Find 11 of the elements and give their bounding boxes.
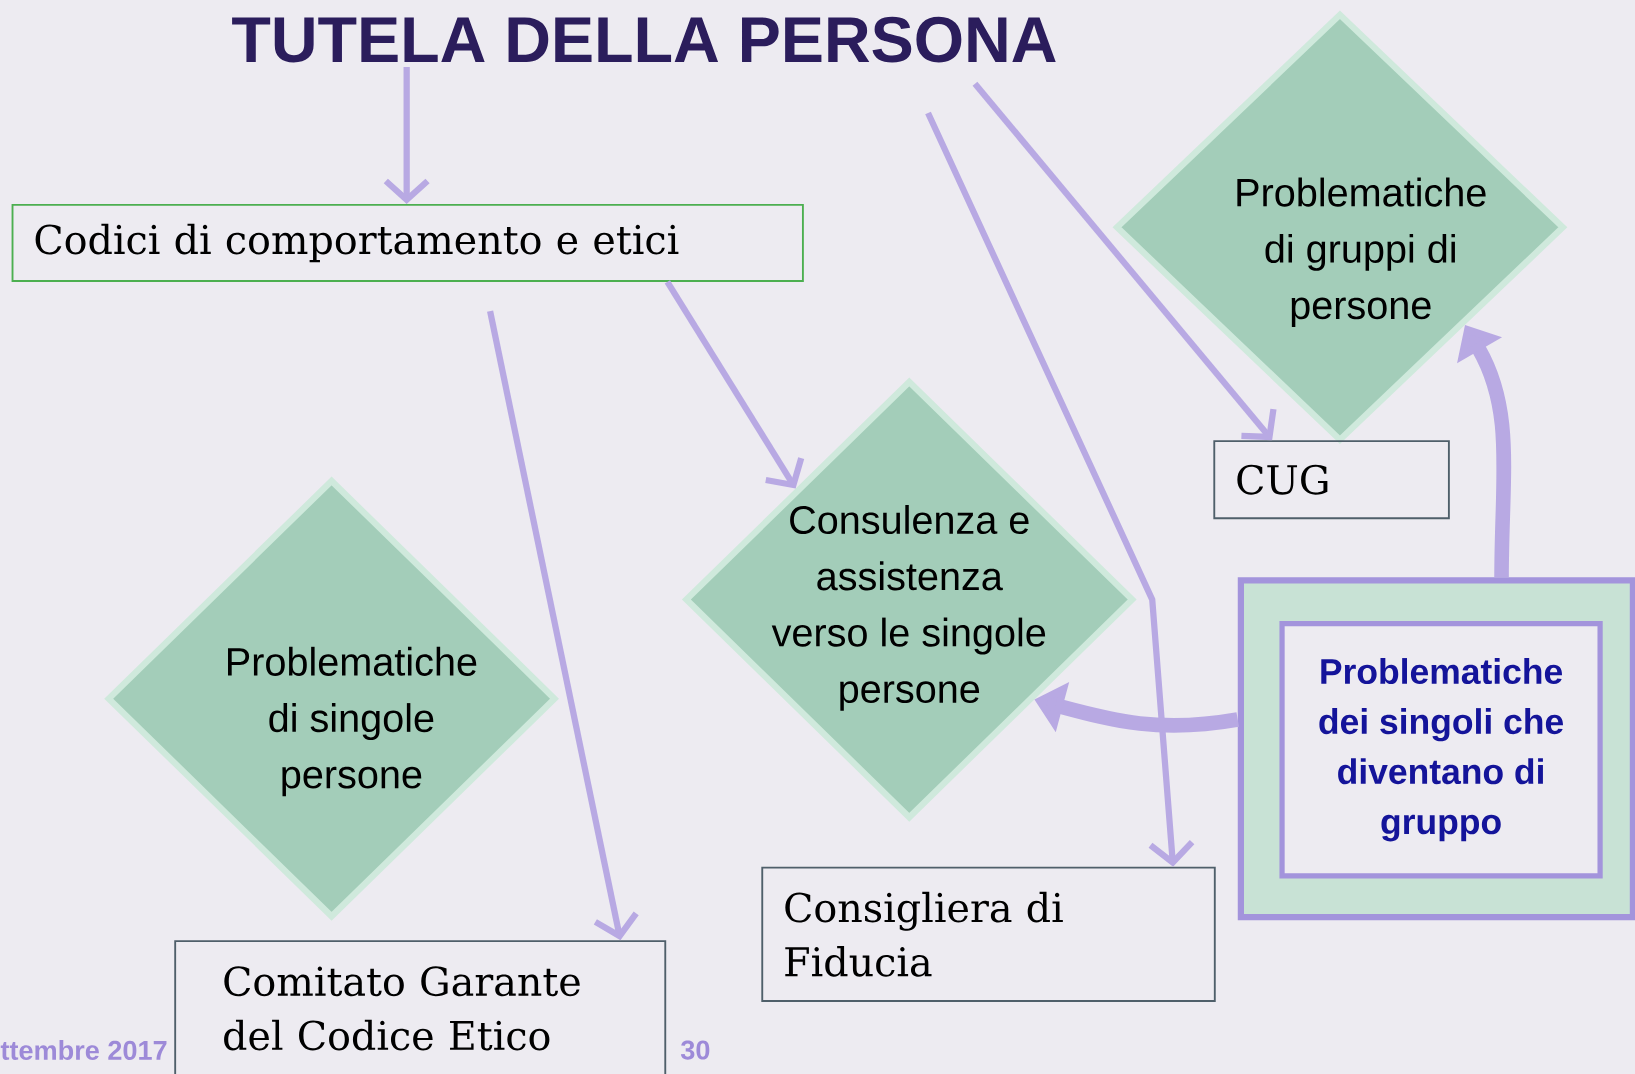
arrow: [972, 81, 1277, 441]
process-box: Comitato Garante del Codice Etico: [174, 940, 667, 1074]
process-box: Consigliera di Fiducia: [761, 866, 1216, 1002]
process-box: CUG: [1213, 440, 1450, 520]
title: TUTELA DELLA PERSONA: [232, 16, 1056, 63]
arrow: [487, 310, 639, 941]
arrow: [664, 280, 805, 489]
arrow: [925, 111, 1195, 867]
page-number: 30: [680, 1040, 710, 1060]
process-box: Codici di comportamento e etici: [11, 203, 804, 282]
highlight-box: Problematiche dei singoli che diventano di gruppo: [1279, 620, 1603, 879]
